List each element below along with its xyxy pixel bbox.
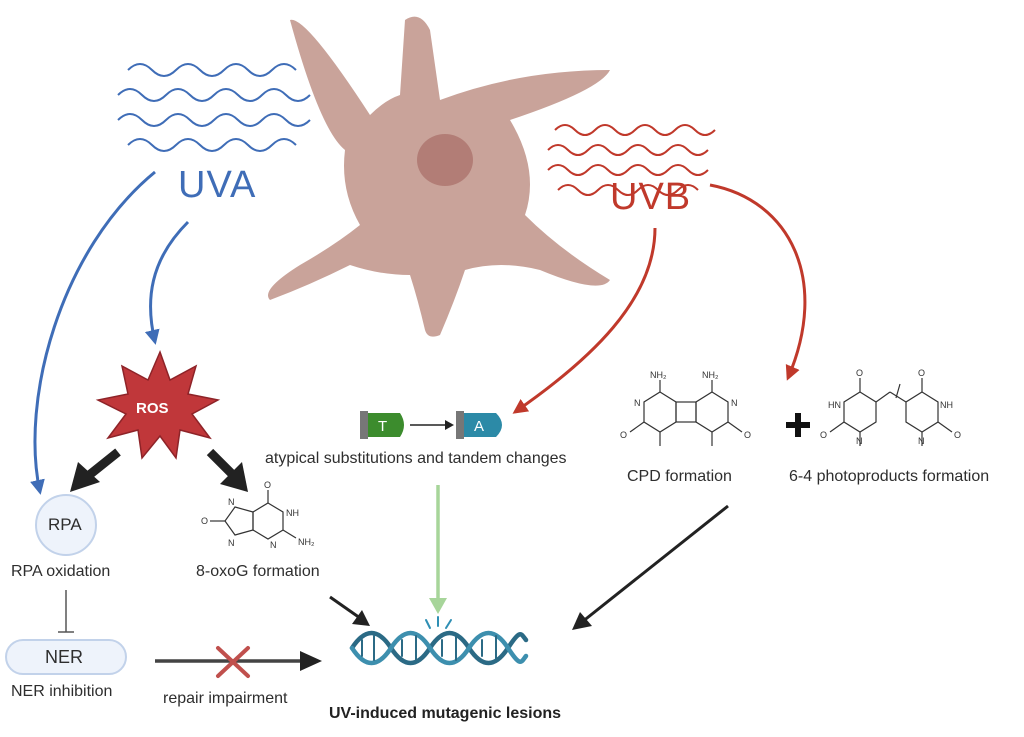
oxog-nh-right: NH [286,508,299,518]
cpd-o-right: O [744,430,751,440]
uvb-to-substitution-arrow [512,227,657,414]
ner-capsule [5,639,127,675]
atypical-substitutions-label: atypical substitutions and tandem change… [265,450,567,467]
rpa-circle [35,494,97,556]
damage-spark-icon [425,616,452,629]
repair-impairment-label: repair impairment [163,690,288,707]
ros-starburst [95,349,221,460]
oxog-o-left: O [201,516,208,526]
oxog-formation-label: 8-oxoG formation [196,563,320,580]
pp-o-bot-right: O [954,430,961,440]
cpd-formation-label: CPD formation [627,468,732,485]
cpd-structure [629,380,743,446]
oxog-structure [210,490,297,540]
pp-n-left: N [856,436,863,446]
cpd-to-dna-arrow [572,504,729,630]
oxog-n-bot: N [228,538,235,548]
ner-label: NER [45,647,84,667]
x-mark-icon [216,646,250,678]
rpa-oxidation-label: RPA oxidation [11,563,111,580]
uva-to-ros-arrow [144,220,190,345]
pp-nh: NH [940,400,953,410]
uvb-to-cpd-arrow [709,183,807,381]
plus-icon [786,413,810,437]
oxog-n-right: N [270,540,277,550]
uvb-label: UVB [610,176,692,218]
ros-label: ROS [136,400,169,417]
photoproducts-formation-label: 6-4 photoproducts formation [789,468,990,485]
uva-label: UVA [178,164,257,206]
substitution-arrow [410,420,454,430]
cpd-n-right: N [731,398,738,408]
photoproduct-structure [829,378,953,446]
inhibition-line [58,590,74,633]
oxog-nh2: NH₂ [298,537,315,547]
ros-to-oxog-arrow [206,448,248,492]
mutagenic-lesions-label: UV-induced mutagenic lesions [329,705,562,722]
rpa-label: RPA [48,515,82,534]
pp-hn: HN [828,400,841,410]
cpd-o-left: O [620,430,627,440]
pp-o-left: O [856,368,863,378]
a-block-icon [456,411,502,439]
cpd-n-left: N [634,398,641,408]
substitution-to-dna-arrow [429,485,447,614]
pp-o-bot-left: O [820,430,827,440]
pp-n-right: N [918,436,925,446]
melanocyte-cell [268,16,610,337]
uva-waves [117,63,311,152]
a-block-label: A [474,418,484,435]
cpd-nh2-right: NH₂ [702,370,719,380]
dna-helix-icon [349,630,529,666]
t-block-label: T [378,418,387,435]
oxog-o-top: O [264,480,271,490]
uva-to-rpa-arrow [30,170,156,495]
oxog-n-top: N [228,497,235,507]
oxog-to-dna-arrow [329,595,370,626]
t-block-icon [360,411,404,439]
uvb-waves [547,124,716,196]
pp-o-right: O [918,368,925,378]
ner-inhibition-label: NER inhibition [11,683,113,700]
cpd-nh2-left: NH₂ [650,370,667,380]
ros-to-rpa-arrow [70,448,121,492]
